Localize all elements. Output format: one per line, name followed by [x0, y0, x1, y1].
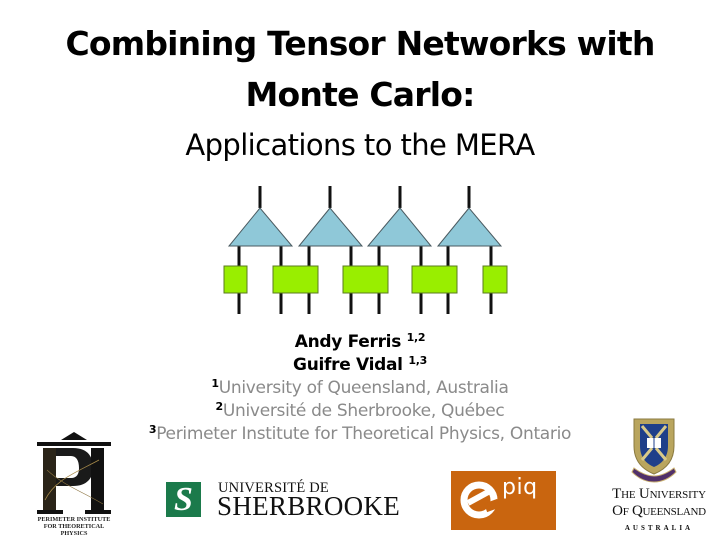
disentangler-5 — [482, 265, 508, 294]
isometry-3 — [366, 207, 433, 247]
pi-text-line-2: FOR THEORETICAL PHYSICS — [43, 523, 105, 537]
author-1: Andy Ferris 1,2 — [294, 331, 426, 352]
title-line-1: Combining Tensor Networks with — [65, 24, 655, 63]
sherbrooke-logo-mark: S — [166, 482, 201, 517]
pi-emblem-icon — [37, 432, 111, 514]
author-block: Andy Ferris 1,2 Guifre Vidal 1,3 1Univer… — [0, 331, 720, 446]
disentangler-1 — [223, 265, 248, 294]
author-2-affiliation-marks: 1,3 — [408, 354, 427, 367]
affiliation-3: 3Perimeter Institute for Theoretical Phy… — [148, 423, 572, 444]
epiq-text: piq — [502, 475, 538, 500]
author-2: Guifre Vidal 1,3 — [293, 354, 427, 375]
mera-diagram — [223, 186, 508, 314]
uq-crest-icon — [631, 418, 677, 483]
sherbrooke-s-icon: S — [174, 480, 193, 518]
disentangler-boxes — [223, 265, 508, 294]
isometry-triangles — [227, 207, 503, 247]
disentangler-4 — [411, 265, 458, 294]
disentangler-3 — [342, 265, 389, 294]
affiliation-1: 1University of Queensland, Australia — [211, 377, 509, 398]
isometry-4 — [436, 207, 503, 247]
title-line-2: Monte Carlo: — [245, 75, 476, 114]
uq-logo-line-3: AUSTRALIA — [624, 524, 694, 532]
isometry-1 — [227, 207, 294, 247]
slide-subtitle: Applications to the MERA — [185, 128, 535, 162]
isometry-2 — [297, 207, 364, 247]
pi-text-line-1: PERIMETER INSTITUTE — [37, 516, 111, 523]
slide-title: Combining Tensor Networks with Monte Car… — [0, 18, 720, 120]
author-1-affiliation-marks: 1,2 — [406, 331, 426, 344]
sherbrooke-logo-line-2: SHERBROOKE — [217, 491, 401, 521]
epiq-logo: piq — [451, 471, 556, 530]
uq-logo-line-2: Of Queensland — [612, 503, 706, 519]
affiliation-2: 2Université de Sherbrooke, Québec — [215, 400, 505, 421]
disentangler-2 — [272, 265, 319, 294]
perimeter-institute-logo: PERIMETER INSTITUTE FOR THEORETICAL PHYS… — [33, 430, 115, 537]
tensor-legs — [237, 186, 493, 314]
uq-logo-line-1: The University — [612, 486, 706, 502]
sherbrooke-logo-line-1: UNIVERSITÉ DE — [218, 480, 329, 496]
epiq-e-icon — [460, 481, 500, 519]
